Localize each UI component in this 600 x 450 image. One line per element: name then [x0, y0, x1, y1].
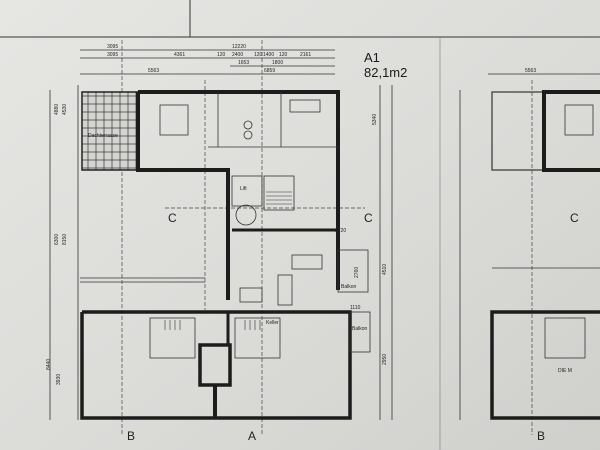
dim-label: 120 [217, 52, 226, 58]
dim-label: 1800 [272, 60, 283, 66]
dim-label: 120 [279, 52, 288, 58]
section-marker-a: A [248, 429, 256, 443]
dim-label: 5563 [525, 68, 536, 74]
dim-label: 5340 [372, 114, 378, 125]
adjacent-label: DIE M [558, 368, 572, 374]
unit-area: 82,1m2 [364, 65, 407, 80]
dim-label: 3095 [107, 44, 118, 50]
dim-label: 8150 [62, 234, 68, 245]
room-label-terrace: Dachterrasse [88, 133, 118, 139]
dim-label: 6859 [264, 68, 275, 74]
dim-label: 1720 [335, 228, 346, 234]
dim-label: 3095 [107, 52, 118, 58]
dim-label: 4880 [54, 104, 60, 115]
dim-label: 12220 [232, 44, 246, 50]
dim-label: 5563 [148, 68, 159, 74]
dim-label: 2950 [382, 354, 388, 365]
dim-label: 6300 [54, 234, 60, 245]
dim-label: 120 [254, 52, 263, 58]
section-marker-c-left: C [168, 211, 177, 225]
dim-label: 1110 [350, 305, 361, 311]
dim-label: 2760 [354, 267, 360, 278]
room-label-lift: Lift [240, 186, 247, 192]
dim-label: 3930 [56, 374, 62, 385]
room-label-balcony: Balkon [341, 284, 357, 290]
grid-lines [49, 40, 393, 435]
dim-label: 1653 [238, 60, 249, 66]
section-marker-c-copy: C [570, 211, 579, 225]
lower-units: Keller Balkon [80, 277, 371, 420]
room-label-balcony-lower: Balkon [352, 326, 368, 332]
section-marker-b: B [127, 429, 135, 443]
adjacent-unit-plan: 5563 C DIE M B [459, 68, 600, 443]
upper-unit [136, 90, 340, 300]
roof-terrace: Dachterrasse [81, 91, 139, 171]
section-marker-b-copy: B [537, 429, 545, 443]
dim-label: 1400 [263, 52, 274, 58]
dim-label: 4530 [62, 104, 68, 115]
dim-label: 4510 [382, 264, 388, 275]
dimension-lines-side: 4880 4530 6300 8150 8440 3930 5340 4510 … [46, 104, 388, 385]
unit-name: A1 [364, 50, 380, 65]
dim-label: 2161 [300, 52, 311, 58]
core: Lift [231, 175, 338, 232]
living-area: Balkon [239, 249, 369, 306]
dimension-lines-top: 3095 12220 3095 4361 120 2400 120 1400 1… [80, 44, 335, 75]
dim-label: 8440 [46, 359, 52, 370]
dim-label: 4361 [174, 52, 185, 58]
dim-label: 2400 [232, 52, 243, 58]
section-marker-c-right: C [364, 211, 373, 225]
room-label-storage: Keller [266, 320, 279, 326]
